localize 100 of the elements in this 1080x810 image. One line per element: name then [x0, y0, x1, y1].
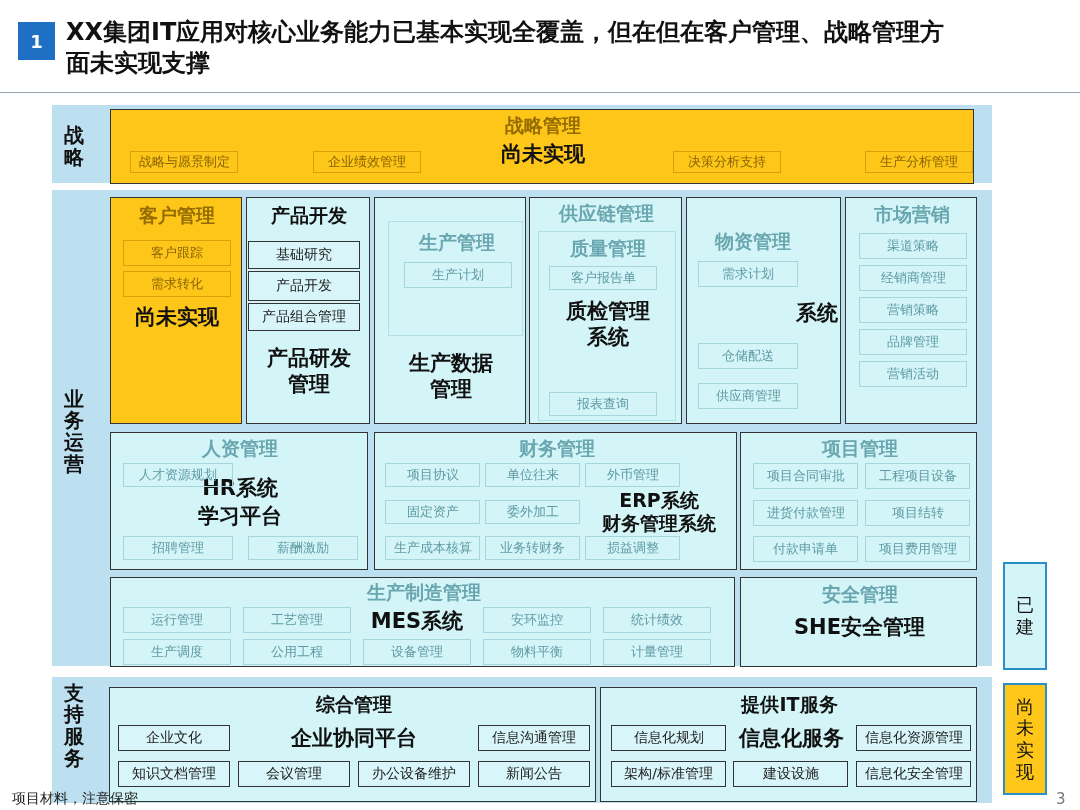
function-box: 需求转化: [123, 271, 231, 297]
function-box: 决策分析支持: [673, 151, 781, 173]
function-box: 固定资产: [385, 500, 480, 524]
layer-label: 战略: [63, 122, 85, 171]
legend-label: 已建: [1015, 594, 1035, 638]
module-heading: 客户管理: [138, 203, 216, 228]
number-badge: 1: [18, 22, 55, 60]
function-box: 会议管理: [238, 761, 350, 787]
module-box: [110, 109, 974, 184]
module-heading: 市场营销: [873, 202, 951, 227]
function-box: 经销商管理: [859, 265, 967, 291]
function-box: 品牌管理: [859, 329, 967, 355]
function-box: 产品组合管理: [248, 303, 360, 331]
function-box: 客户跟踪: [123, 240, 231, 266]
function-box: 业务转财务: [485, 536, 580, 560]
function-box: 营销活动: [859, 361, 967, 387]
system-label: MES系统: [369, 607, 465, 635]
function-box: 运行管理: [123, 607, 231, 633]
page-number: 3: [1056, 790, 1066, 808]
layer-label: 业务运营: [63, 385, 85, 478]
module-box: [740, 432, 977, 570]
function-box: 仓储配送: [698, 343, 798, 369]
system-label: 系统: [795, 299, 839, 327]
system-label: 信息化服务: [737, 724, 845, 752]
function-box: 知识文档管理: [118, 761, 230, 787]
function-box: 安环监控: [483, 607, 591, 633]
function-box: 信息沟通管理: [478, 725, 590, 751]
function-box: 渠道策略: [859, 233, 967, 259]
function-box: 进货付款管理: [753, 500, 858, 526]
function-box: 需求计划: [698, 261, 798, 287]
module-heading: 安全管理: [820, 583, 899, 607]
system-label: 生产数据管理: [407, 349, 494, 403]
function-box: 工程项目设备: [865, 463, 970, 489]
system-label: 企业协同平台: [290, 724, 418, 752]
module-box: [110, 577, 735, 667]
function-box: 企业绩效管理: [313, 151, 421, 173]
module-box: [845, 197, 977, 424]
layer-band: [50, 188, 994, 668]
function-box: 客户报告单: [549, 266, 657, 290]
function-box: 战略与愿景制定: [130, 151, 238, 173]
function-box: 信息化安全管理: [856, 761, 971, 787]
module-box: [529, 197, 682, 424]
system-label: 财务管理系统: [601, 512, 717, 535]
module-heading: 人资管理: [201, 437, 279, 461]
function-box: 委外加工: [485, 500, 580, 524]
module-heading: 综合管理: [314, 692, 393, 717]
function-box: 供应商管理: [698, 383, 798, 409]
system-label: 尚未实现: [500, 140, 586, 168]
system-label: 学习平台: [197, 503, 283, 530]
system-label: 质检管理系统: [565, 297, 651, 351]
layer-label: 支持服务: [63, 681, 85, 771]
function-box: 办公设备维护: [358, 761, 470, 787]
module-box: [246, 197, 370, 424]
function-box: 项目合同审批: [753, 463, 858, 489]
module-box: [374, 432, 737, 570]
function-box: 产品开发: [248, 271, 360, 301]
module-box: [110, 432, 368, 570]
function-box: 生产调度: [123, 639, 231, 665]
function-box: 外币管理: [585, 463, 680, 487]
function-box: 生产分析管理: [865, 151, 973, 173]
module-heading: 物资管理: [713, 229, 792, 254]
system-label: 产品研发管理: [266, 344, 352, 398]
function-box: 生产成本核算: [385, 536, 480, 560]
module-heading: 供应链管理: [557, 201, 655, 226]
module-heading: 质量管理: [569, 236, 647, 261]
function-box: 付款申请单: [753, 536, 858, 562]
function-box: 架构/标准管理: [611, 761, 726, 787]
system-label: SHE安全管理: [792, 613, 926, 641]
module-heading: 财务管理: [517, 437, 596, 461]
function-box: 新闻公告: [478, 761, 590, 787]
function-box: 营销策略: [859, 297, 967, 323]
module-heading: 产品开发: [270, 203, 348, 228]
function-box: 项目费用管理: [865, 536, 970, 562]
system-label: ERP系统: [618, 489, 700, 512]
function-box: 薪酬激励: [248, 536, 358, 560]
module-heading: 战略管理: [504, 114, 582, 138]
function-box: 基础研究: [248, 241, 360, 269]
layer-band: [50, 103, 994, 185]
module-heading: 提供IT服务: [739, 692, 839, 717]
slide-title: XX集团IT应用对核心业务能力已基本实现全覆盖，但在但在客户管理、战略管理方面未实现支撑: [66, 17, 946, 80]
module-box: [374, 197, 526, 424]
function-box: 项目结转: [865, 500, 970, 526]
function-box: 损益调整: [585, 536, 680, 560]
system-label: 尚未实现: [134, 303, 220, 331]
function-box: 信息化规划: [611, 725, 726, 751]
function-box: 工艺管理: [243, 607, 351, 633]
module-box: [110, 197, 242, 424]
function-box: 统计绩效: [603, 607, 711, 633]
function-box: 建设设施: [733, 761, 848, 787]
legend-label: 尚未实现: [1015, 695, 1035, 783]
function-box: 企业文化: [118, 725, 230, 751]
module-box: [538, 231, 676, 421]
function-box: 单位往来: [485, 463, 580, 487]
module-box: [686, 197, 841, 424]
module-box: [600, 687, 977, 802]
module-box: [388, 221, 523, 336]
function-box: 项目协议: [385, 463, 480, 487]
module-heading: 生产制造管理: [365, 581, 482, 605]
function-box: 计量管理: [603, 639, 711, 665]
function-box: 招聘管理: [123, 536, 233, 560]
